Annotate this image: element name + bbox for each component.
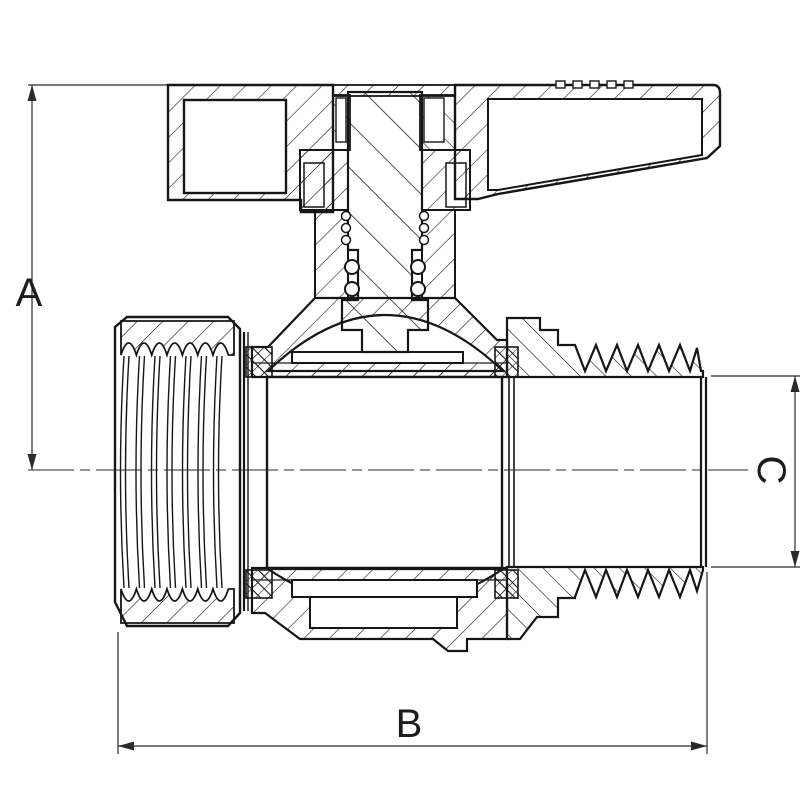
dimension-a — [27, 84, 168, 470]
nut-top-thread-band — [120, 320, 235, 358]
bonnet-wall-left — [314, 209, 349, 299]
dim-a-label: A — [16, 271, 43, 315]
dim-b-arrow-left — [118, 741, 134, 751]
stem-o-rings — [344, 259, 426, 297]
o-ring — [344, 281, 360, 297]
dimension-c — [711, 375, 800, 568]
handle-lever-hollow — [487, 98, 703, 191]
stem-packing-springs — [340, 210, 430, 246]
grip-rib — [623, 80, 634, 89]
upper-seat-ring — [291, 351, 464, 364]
lower-seat-ring — [291, 579, 478, 598]
dim-a-arrow-up — [27, 85, 37, 101]
spring-bump — [418, 222, 430, 234]
handle-grip-ribs — [555, 80, 634, 89]
dim-c-label: C — [749, 456, 793, 485]
body-band-above-bore — [251, 362, 508, 378]
grip-rib — [606, 80, 617, 89]
spring-bump — [340, 210, 352, 222]
dim-c-arrow-down — [790, 551, 800, 567]
spring-bump — [418, 234, 430, 246]
handle-web — [332, 84, 456, 97]
dimension-b — [117, 572, 708, 754]
bonnet-wall-right — [421, 209, 456, 299]
nut-bottom-thread-band — [120, 586, 235, 624]
grip-rib — [555, 80, 566, 89]
o-ring — [410, 281, 426, 297]
hub-clearance-left — [335, 97, 347, 143]
dim-c-arrow-up — [790, 376, 800, 392]
male-thread-end — [505, 316, 708, 641]
spring-bump — [418, 210, 430, 222]
stem-hatched — [340, 90, 430, 354]
female-union-nut — [113, 315, 249, 628]
hub-clearance-right — [423, 97, 445, 143]
spring-bump — [340, 234, 352, 246]
nut-outline — [113, 315, 242, 628]
o-ring — [344, 259, 360, 275]
dim-a-arrow-down — [27, 454, 37, 470]
handle — [166, 80, 722, 214]
o-ring — [410, 259, 426, 275]
female-thread-flank-lines — [119, 355, 223, 589]
grip-rib — [589, 80, 600, 89]
seat-left-bottom — [245, 569, 273, 599]
handle-grip-hollow — [182, 98, 288, 195]
spring-bump — [340, 222, 352, 234]
ball-bore — [265, 375, 504, 570]
body-band-below-bore — [251, 567, 508, 581]
dim-b-label: B — [396, 702, 423, 746]
bottom-recess — [309, 596, 458, 629]
dim-b-arrow-right — [691, 741, 707, 751]
valve-stem — [340, 90, 430, 354]
seat-left-top — [245, 346, 273, 378]
grip-rib — [572, 80, 583, 89]
male-top-hatched — [505, 316, 705, 379]
male-bottom-hatched — [505, 565, 705, 641]
